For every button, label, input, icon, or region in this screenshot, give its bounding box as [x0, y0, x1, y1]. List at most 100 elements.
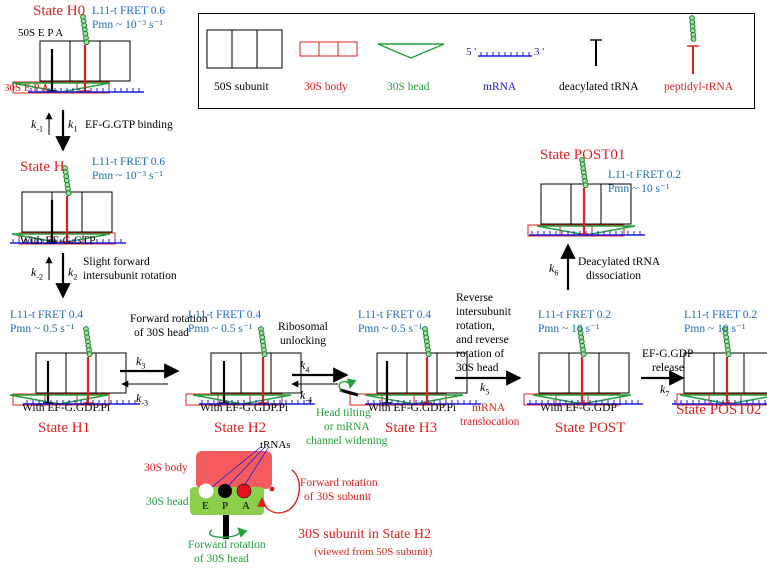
ribosome-h1-mrna: [24, 400, 140, 405]
ribosome-h-30s-head: [11, 233, 111, 244]
state-h0-30s-sites: 30S E P A: [4, 82, 50, 94]
transition-4-label-line2: unlocking: [280, 335, 326, 347]
rate-k6: k6: [549, 261, 559, 278]
rate-k-minus-2: k-2: [31, 265, 43, 282]
ribosome-h1: [9, 326, 127, 406]
legend-box: [198, 13, 755, 109]
transition-5-line5: rotation of: [456, 348, 505, 360]
transition-3-label-line1: Forward rotation: [130, 313, 208, 325]
ribosome-post01-30s-head: [536, 225, 636, 236]
inset-trna-pointer-p: [227, 447, 265, 487]
state-post01-fret: L11-t FRET 0.2: [608, 169, 682, 181]
state-h0-title: State H0: [33, 3, 86, 19]
h3-note-line2: or mRNA: [324, 421, 370, 433]
ribosome-post-30s-body: [523, 393, 621, 406]
ribosome-h1-peptide-bead: [86, 351, 93, 358]
state-h0-pmn: Pmn ~ 10⁻³ s⁻¹: [92, 19, 163, 31]
ribosome-post02-peptide-bead: [725, 351, 732, 358]
ribosome-h2-peptide-bead: [261, 351, 268, 358]
ribosome-h0-peptide-bead: [83, 39, 90, 46]
ribosome-h0-mrna: [28, 88, 144, 93]
rate-k7: k7: [660, 382, 670, 399]
state-h2-title: State H2: [214, 420, 267, 436]
ribosome-h: [11, 165, 116, 245]
state-post-caption: With EF-G.GDP: [540, 402, 617, 414]
rate-k-minus-4: k-4: [300, 388, 312, 405]
ribosome-post: [523, 326, 632, 406]
ribosome-h-peptide-bead: [65, 190, 72, 197]
state-h2-fret: L11-t FRET 0.4: [188, 309, 262, 321]
legend-mrna-3prime: 3 ': [534, 46, 545, 58]
inset-site-p: P: [222, 500, 229, 512]
state-h1-pmn: Pmn ~ 0.5 s⁻¹: [10, 323, 75, 335]
ribosome-post-50s: [538, 352, 630, 394]
state-h3-fret: L11-t FRET 0.4: [358, 309, 432, 321]
rate-k3: k3: [136, 354, 146, 371]
inset-title: 30S subunit in State H2: [298, 527, 432, 542]
state-h1-caption: With EF-G.GDP.Pi: [22, 402, 111, 414]
transition-5-line4: and reverse: [456, 334, 509, 346]
inset-subtitle: (viewed from 50S subunit): [314, 546, 433, 558]
inset-head-rotation-line1: Forward rotation: [188, 539, 266, 551]
legend-mrna-5prime: 5 ': [466, 46, 477, 58]
legend-symbols: [206, 15, 699, 74]
legend-deacylated-trna-label: deacylated tRNA: [559, 81, 639, 93]
inset-trna-pointer-e: [211, 445, 263, 488]
ribosome-post02-50s: [683, 352, 767, 394]
state-post02-pmn: Pmn ~ 10 s⁻¹: [684, 323, 746, 335]
ribosome-h-mrna: [10, 239, 126, 244]
ribosome-h1-30s-body: [12, 393, 110, 406]
state-post-fret: L11-t FRET 0.2: [538, 309, 612, 321]
transition-6-label-line2: dissociation: [586, 270, 641, 282]
inset-30s-diagram: [190, 445, 301, 539]
legend-50s-label: 50S subunit: [214, 81, 269, 93]
ribosome-post01: [527, 157, 636, 237]
ribosome-h0-30s-body: [12, 81, 110, 94]
ribosome-h3-50s: [376, 352, 468, 394]
inset-trna-pointer-a: [243, 447, 269, 487]
ribosome-h2: [185, 326, 302, 406]
inset-subunit-rotation-line2: of 30S subunit: [304, 491, 372, 503]
ribosome-post02-30s-head: [679, 394, 767, 405]
transition-5-line1: Reverse: [456, 292, 494, 304]
state-h1-fret: L11-t FRET 0.4: [10, 309, 84, 321]
rate-k2: k2: [68, 265, 78, 282]
ribosome-h2-30s-body: [185, 393, 283, 406]
transition-7-label-line2: release: [652, 362, 684, 374]
state-h2-caption: With EF-G.GDP.Pi: [200, 402, 289, 414]
ribosome-post02: [676, 326, 767, 406]
legend-peptide-bead: [690, 36, 697, 42]
ribosome-h2-50s: [210, 352, 302, 394]
inset-trnas-label: tRNAs: [260, 439, 291, 451]
h3-head-tilt-symbol: [338, 378, 359, 397]
inset-body-label: 30S body: [144, 462, 188, 474]
transition-2-label-line1: Slight forward: [83, 256, 150, 268]
state-post02-title: State POST02: [676, 402, 762, 418]
ribosome-h3-30s-body: [349, 393, 447, 406]
ribosome-post01-peptide-bead: [582, 182, 589, 189]
legend-30s-head-triangle: [377, 43, 445, 59]
transition-5-below-line1: mRNA: [472, 402, 506, 414]
state-post-pmn: Pmn ~ 10 s⁻¹: [538, 323, 600, 335]
state-h-pmn: Pmn ~ 10⁻³ s⁻¹: [92, 170, 163, 182]
state-h0-fret: L11-t FRET 0.6: [92, 5, 166, 17]
transition-5-line3: rotation,: [456, 320, 495, 332]
legend-mrna-strand: [478, 52, 532, 57]
h3-tilt-bar: [339, 388, 359, 397]
legend-50s-rect: [206, 29, 283, 69]
state-h-title: State H: [20, 159, 65, 175]
state-post02-fret: L11-t FRET 0.2: [684, 309, 758, 321]
inset-head-rotation-arrow: [208, 527, 248, 538]
transition-6-label-line1: Deacylated tRNA: [578, 256, 661, 268]
transition-5-below-line2: translocation: [460, 416, 520, 428]
rate-k5: k5: [480, 380, 490, 397]
state-post-title: State POST: [555, 420, 626, 436]
ribosome-h2-mrna: [199, 400, 315, 405]
transition-4-label-line1: Ribosomal: [278, 321, 328, 333]
state-h-caption: With EF-G.GTP: [20, 235, 96, 247]
state-h3-title: State H3: [385, 420, 438, 436]
state-h1-title: State H1: [38, 420, 91, 436]
state-h-fret: L11-t FRET 0.6: [92, 156, 166, 168]
rate-k-minus-3: k-3: [136, 391, 148, 408]
ribosome-h1-30s-head: [9, 394, 109, 405]
